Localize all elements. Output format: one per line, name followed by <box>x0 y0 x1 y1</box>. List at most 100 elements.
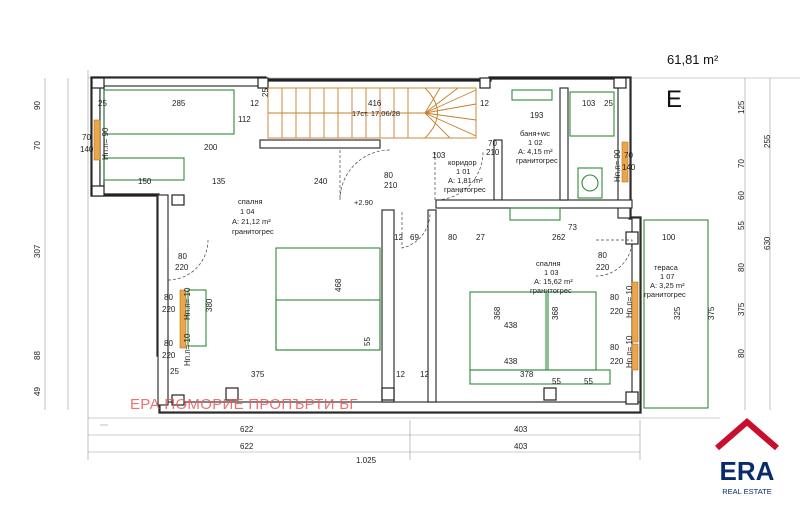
dim-bottom-622b: 622 <box>240 442 254 451</box>
room-floor: гранитогрес <box>644 290 686 299</box>
dimensions-vertical: 468 368 368 325 375 380 55 25 Нп.п= 90 Н… <box>101 88 716 368</box>
room-floor: гранитогрес <box>232 227 274 236</box>
dim-193: 193 <box>530 111 544 120</box>
dim-top-12b: 12 <box>480 99 489 108</box>
room-number: 1 03 <box>544 268 559 277</box>
dim-200: 200 <box>204 143 218 152</box>
era-logo: ERA REAL ESTATE <box>715 418 779 496</box>
section-letter: E <box>666 86 683 113</box>
dim-right-255: 255 <box>763 134 772 148</box>
dim-103-b: 103 <box>432 151 446 160</box>
logo-roof-icon <box>715 418 779 451</box>
dim-55-b: 55 <box>584 377 593 386</box>
windows <box>93 119 639 371</box>
dim-375: 375 <box>251 370 265 379</box>
dim-325: 325 <box>673 306 682 320</box>
dim-220-f: 220 <box>610 357 624 366</box>
room-bedroom-103: спалня 1 03 А: 15,62 m² гранитогрес <box>530 259 573 295</box>
dim-378: 378 <box>520 370 534 379</box>
dim-210-b: 210 <box>486 148 500 157</box>
win-label-bed1-b: Нп.п= 10 <box>183 333 192 366</box>
dim-70-right: 70 <box>624 151 633 160</box>
dim-80-d: 80 <box>164 293 173 302</box>
total-area: 61,81 m² <box>667 52 719 67</box>
logo-brand: ERA <box>720 456 775 486</box>
room-labels: спалня 1 04 А: 21,12 m² гранитогрес кори… <box>232 129 686 299</box>
dim-right-80: 80 <box>737 263 746 272</box>
dim-140-right: 140 <box>622 163 636 172</box>
dim-bottom-total: 1.025 <box>356 456 377 465</box>
dim-80-h: 80 <box>610 343 619 352</box>
dim-80-e: 80 <box>164 339 173 348</box>
dim-112: 112 <box>238 115 251 124</box>
dim-right-125: 125 <box>737 100 746 114</box>
dim-80-a: 80 <box>384 171 393 180</box>
dim-438-a: 438 <box>504 321 518 330</box>
room-area: А: 4,15 m² <box>518 147 553 156</box>
dim-103: 103 <box>582 99 596 108</box>
dim-380: 380 <box>205 298 214 312</box>
dim-438-b: 438 <box>504 357 518 366</box>
dim-135: 135 <box>212 177 226 186</box>
dim-bottom-403: 403 <box>514 425 528 434</box>
dimensions-interior: 112 200 150 135 240 80 210 12 69 80 27 2… <box>80 99 676 386</box>
dim-12-c: 12 <box>420 370 429 379</box>
dim-right-375: 375 <box>737 302 746 316</box>
dim-80-b: 80 <box>448 233 457 242</box>
dim-69: 69 <box>410 233 419 242</box>
room-name: спалня <box>238 197 263 206</box>
room-number: 1 01 <box>456 167 471 176</box>
dim-right-80b: 80 <box>737 349 746 358</box>
win-label-left: Нп.п= 90 <box>101 127 110 160</box>
dim-12-b: 12 <box>396 370 405 379</box>
dimensions-sides: 90 70 307 88 49 125 70 60 55 80 375 80 2… <box>33 100 772 396</box>
dim-12-a: 12 <box>394 233 403 242</box>
staircase <box>267 87 477 139</box>
stair-label: 17ст. 17,06/28 <box>352 109 400 118</box>
dim-468: 468 <box>334 278 343 292</box>
dim-right-630: 630 <box>763 236 772 250</box>
dim-left-70: 70 <box>33 141 42 150</box>
dim-210-a: 210 <box>384 181 398 190</box>
room-number: 1 04 <box>240 207 255 216</box>
dim-top-285: 285 <box>172 99 186 108</box>
dim-right-70: 70 <box>737 159 746 168</box>
win-label-right: Нп.п= 90 <box>613 149 622 182</box>
dim-25-v: 25 <box>261 88 270 97</box>
room-terrace-107: тераса 1 07 А: 3,25 m² гранитогрес <box>644 263 686 299</box>
dim-240: 240 <box>314 177 328 186</box>
furniture <box>103 89 709 409</box>
dim-220-b: 220 <box>162 305 176 314</box>
dim-73: 73 <box>568 223 577 232</box>
dim-80-g: 80 <box>610 293 619 302</box>
dim-left-307: 307 <box>33 244 42 258</box>
dim-70-left: 70 <box>82 133 91 142</box>
room-floor: гранитогрес <box>444 185 486 194</box>
dim-150: 150 <box>138 177 152 186</box>
dim-220-a: 220 <box>175 263 189 272</box>
dim-262: 262 <box>552 233 566 242</box>
room-corridor-101: коридор 1 01 А: 1,81 m² гранитогрес <box>444 158 486 194</box>
logo-tagline: REAL ESTATE <box>722 487 771 496</box>
dim-375-v: 375 <box>707 306 716 320</box>
dim-right-60: 60 <box>737 191 746 200</box>
room-bedroom-104: спалня 1 04 А: 21,12 m² гранитогрес <box>232 197 274 236</box>
dim-220-c: 220 <box>162 351 176 360</box>
dim-70: 70 <box>488 139 497 148</box>
dim-368-b: 368 <box>551 306 560 320</box>
room-area: А: 1,81 m² <box>448 176 483 185</box>
dim-55-a: 55 <box>552 377 561 386</box>
room-name: коридор <box>448 158 477 167</box>
dim-38: 55 <box>363 337 372 346</box>
dimensions-top: 25 285 12 416 12 25 17ст. 17,06/28 <box>98 99 613 118</box>
dim-100: 100 <box>662 233 676 242</box>
dim-220-d: 220 <box>596 263 610 272</box>
dim-140-left: 140 <box>80 145 94 154</box>
watermark-text: ЕРА ПОМОРИЕ ПРОПЪРТИ БГ <box>130 396 358 413</box>
dim-220-e: 220 <box>610 307 624 316</box>
room-floor: гранитогрес <box>516 156 558 165</box>
room-name: тераса <box>654 263 679 272</box>
dim-top-25: 25 <box>98 99 107 108</box>
room-bathroom-102: баня+wc 1 02 А: 4,15 m² гранитогрес <box>516 129 558 165</box>
dim-left-90: 90 <box>33 101 42 110</box>
